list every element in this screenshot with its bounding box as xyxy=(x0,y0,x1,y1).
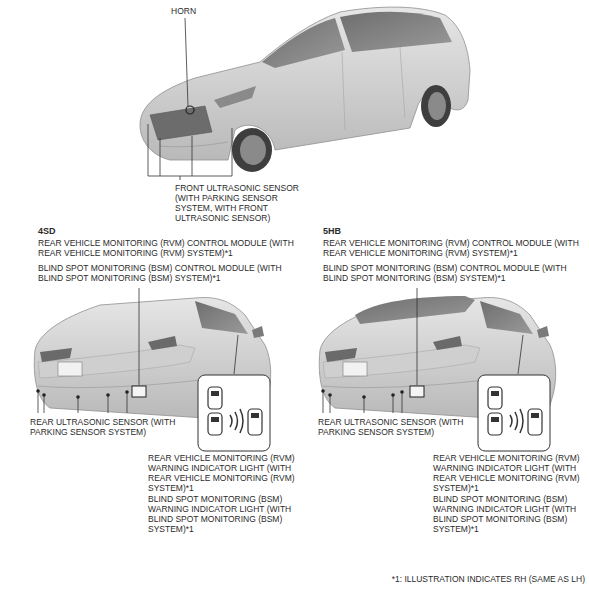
control-module xyxy=(410,386,424,397)
front-car xyxy=(140,7,470,172)
part-label: BLIND SPOT MONITORING (BSM) WARNING INDI… xyxy=(433,494,585,534)
leader-line xyxy=(148,124,232,180)
part-label: REAR ULTRASONIC SENSOR (WITH PARKING SEN… xyxy=(318,417,468,437)
variant-heading: 4SD xyxy=(38,226,78,236)
control-module xyxy=(132,386,146,397)
leader-line xyxy=(185,18,188,106)
part-label: BLIND SPOT MONITORING (BSM) CONTROL MODU… xyxy=(38,263,300,283)
part-label: HORN xyxy=(171,6,231,16)
part-label: REAR ULTRASONIC SENSOR (WITH PARKING SEN… xyxy=(30,417,180,437)
part-label: FRONT ULTRASONIC SENSOR (WITH PARKING SE… xyxy=(175,183,307,223)
indicator-inset xyxy=(478,375,550,451)
variant-heading: 5HB xyxy=(323,226,363,236)
part-label: REAR VEHICLE MONITORING (RVM) WARNING IN… xyxy=(433,453,585,493)
indicator-inset xyxy=(198,375,270,451)
sensor-dot xyxy=(36,389,129,399)
part-label: BLIND SPOT MONITORING (BSM) WARNING INDI… xyxy=(148,494,308,534)
part-label: REAR VEHICLE MONITORING (RVM) CONTROL MO… xyxy=(38,238,300,258)
part-label: REAR VEHICLE MONITORING (RVM) WARNING IN… xyxy=(148,453,308,493)
footnote: *1: ILLUSTRATION INDICATES RH (SAME AS L… xyxy=(300,574,585,584)
part-label: BLIND SPOT MONITORING (BSM) CONTROL MODU… xyxy=(323,263,585,283)
part-label: REAR VEHICLE MONITORING (RVM) CONTROL MO… xyxy=(323,238,585,258)
sensor-dot xyxy=(321,389,404,399)
